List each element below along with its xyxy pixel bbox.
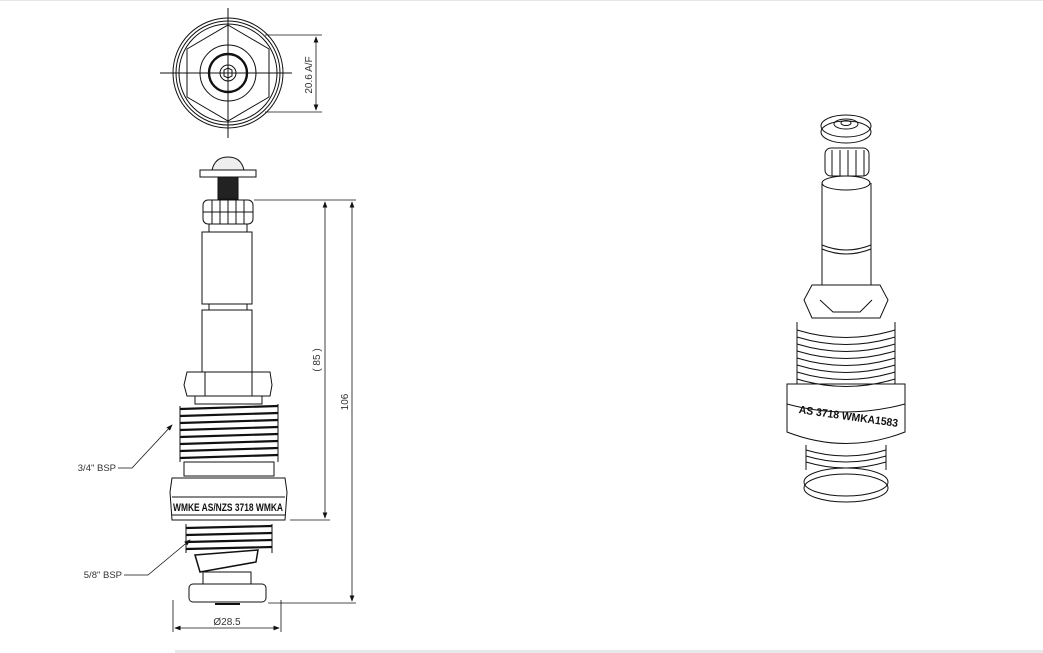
reference-length-dimension: ( 85 ) (312, 348, 323, 371)
top-view (160, 8, 322, 138)
diameter-dimension: Ø28.5 (213, 617, 241, 628)
across-flats-dimension: 20.6 A/F (304, 56, 315, 93)
side-dimensions (118, 199, 356, 632)
side-body-marking: WMKE AS/NZS 3718 WMKA (173, 502, 283, 514)
side-view (169, 156, 288, 605)
upper-thread-callout: 3/4" BSP (78, 463, 116, 474)
lower-thread-callout: 5/8" BSP (84, 570, 122, 581)
overall-length-dimension: 106 (340, 393, 351, 410)
iso-body-marking: AS 3718 WMKA1583 (798, 404, 899, 430)
bottom-border (175, 650, 1043, 653)
isometric-view (786, 114, 906, 503)
top-border (0, 0, 1043, 1)
